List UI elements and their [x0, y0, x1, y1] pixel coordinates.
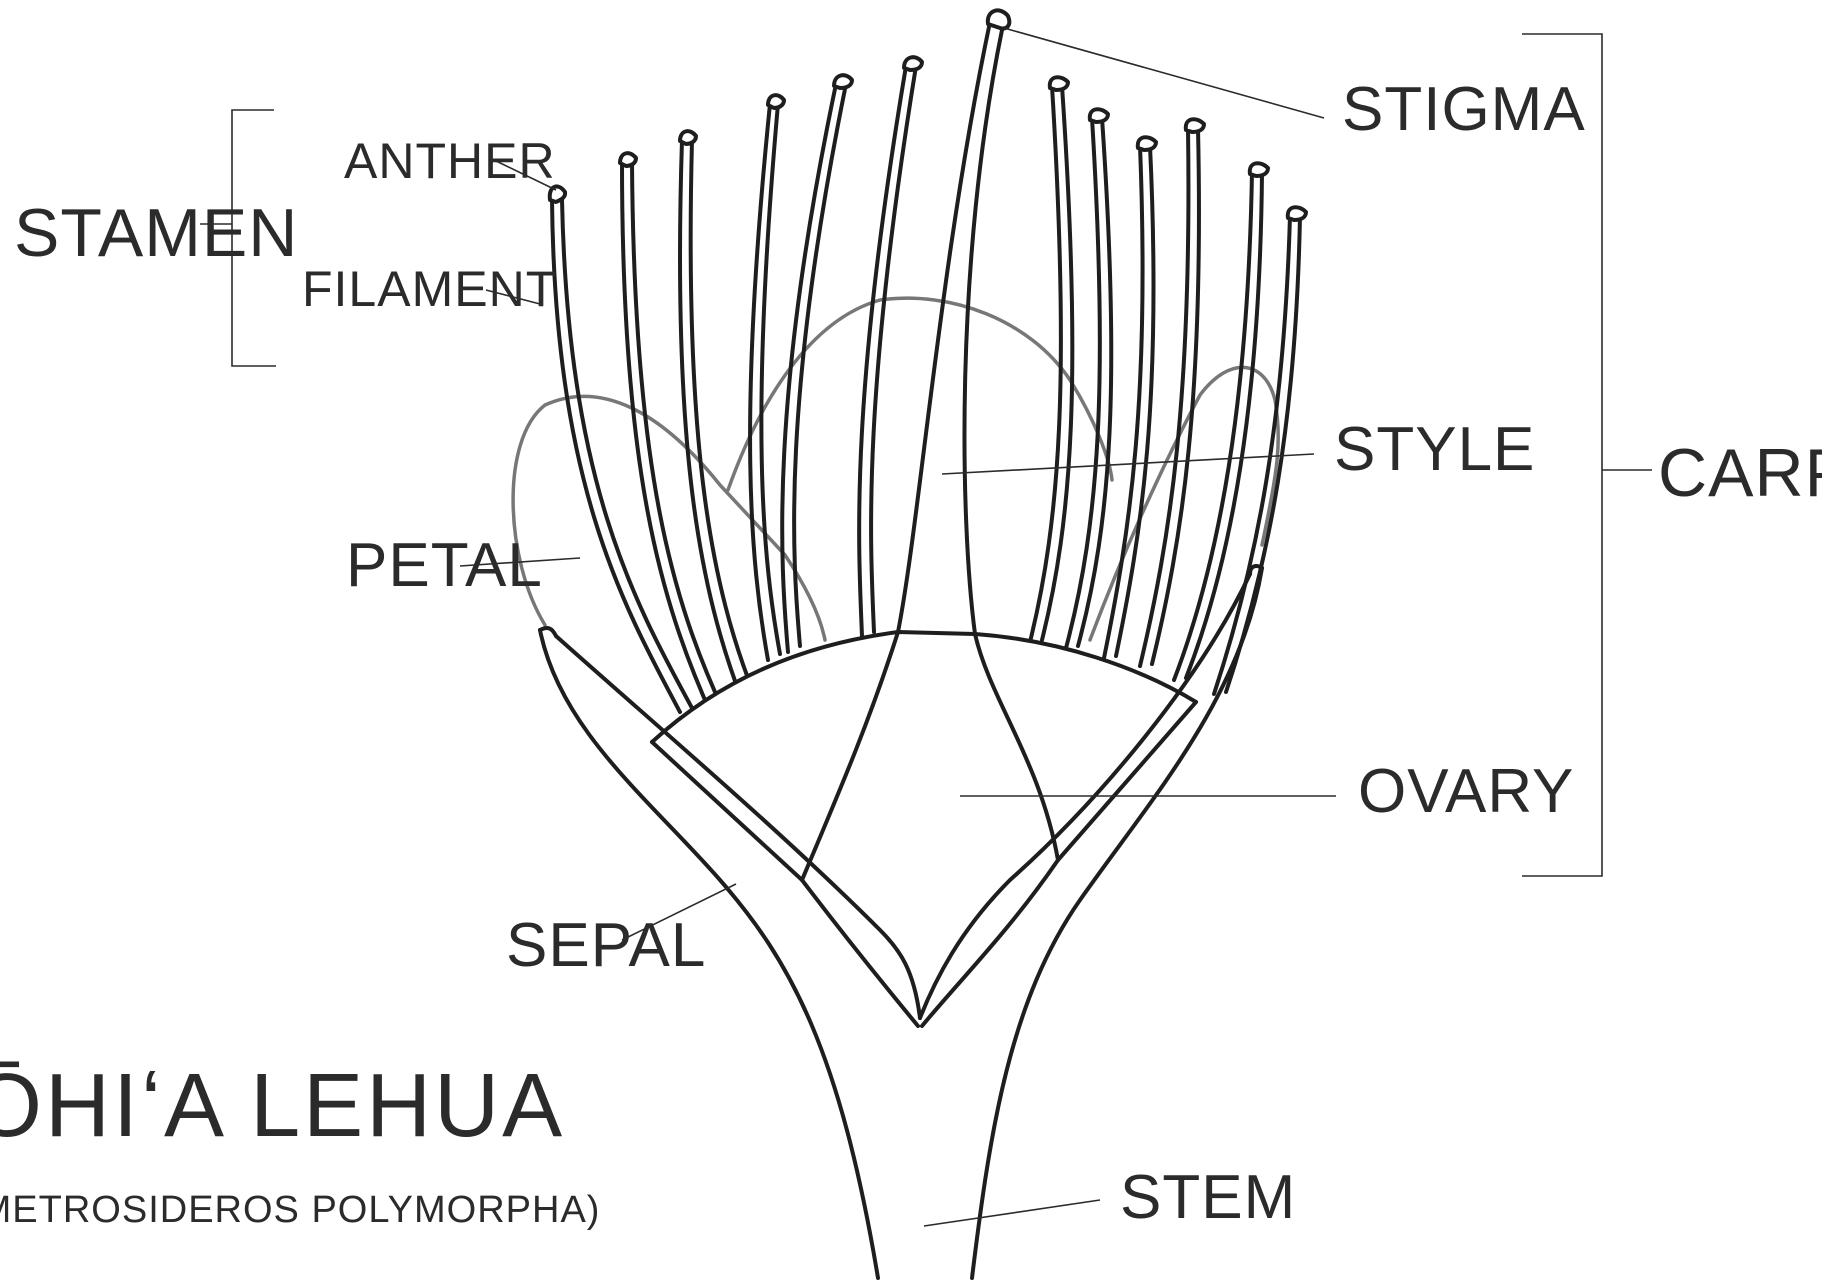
label-stamen: STAMEN [14, 195, 298, 271]
label-sepal: SEPAL [506, 911, 706, 980]
style-leader [942, 454, 1314, 474]
anther-icon [680, 131, 696, 144]
stamen [750, 95, 784, 660]
title-block: ŌHIʻA LEHUA (METROSIDEROS POLYMORPHA) [0, 1056, 600, 1231]
carpel [652, 10, 1196, 880]
stigma-icon [988, 10, 1009, 28]
label-carpel: CARPEL [1658, 435, 1822, 511]
label-style: STYLE [1334, 415, 1535, 484]
stamens [550, 57, 1306, 716]
stem-leader [924, 1200, 1100, 1226]
anther-icon [1288, 207, 1306, 220]
diagram-subtitle: (METROSIDEROS POLYMORPHA) [0, 1189, 600, 1231]
anther-icon [1250, 163, 1268, 176]
receptacle-v-right [922, 702, 1196, 1026]
ovary-rim [652, 632, 1196, 742]
diagram-title: ŌHIʻA LEHUA [0, 1056, 565, 1156]
anther-icon [1090, 109, 1108, 122]
anther-icon [1186, 119, 1204, 132]
anther-icon [620, 153, 636, 166]
label-stem: STEM [1120, 1163, 1296, 1232]
carpel-bracket [1522, 34, 1652, 876]
stamen [680, 131, 754, 700]
anther-icon [904, 57, 922, 70]
label-anther: ANTHER [344, 133, 556, 189]
anther-icon [1138, 137, 1156, 150]
anther-icon [1050, 77, 1068, 90]
receptacle-v [652, 742, 918, 1026]
anther-icon [834, 75, 852, 88]
label-filament: FILAMENT [302, 261, 557, 317]
stamen [1030, 77, 1072, 642]
stamen [550, 186, 692, 712]
label-petal: PETAL [346, 531, 543, 600]
style-left-upper [898, 22, 990, 632]
label-ovary: OVARY [1358, 757, 1574, 826]
label-stigma: STIGMA [1342, 75, 1586, 144]
anther-icon [768, 95, 784, 108]
